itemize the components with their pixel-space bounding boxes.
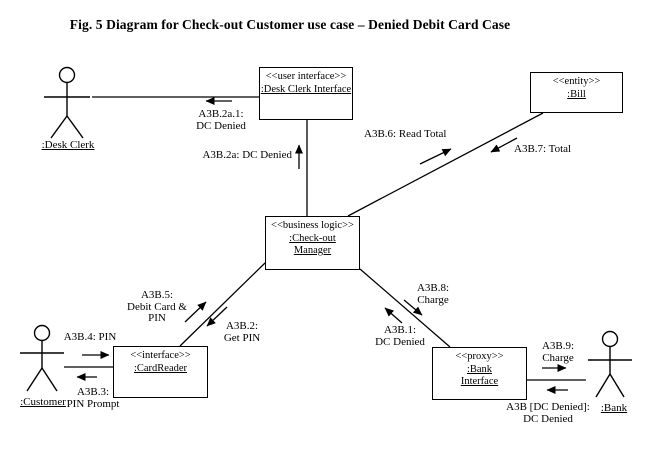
message-label-a3b-dc-denied: A3B [DC Denied]: DC Denied — [498, 401, 598, 425]
message-line: A3B.8: — [416, 282, 450, 294]
object-card-reader: <<interface>> :CardReader — [113, 346, 208, 398]
message-line: A3B.2a: DC Denied — [202, 149, 292, 161]
actor-label-customer: :Customer — [20, 396, 66, 408]
arrow-a3b-1-up-left — [384, 307, 403, 324]
figure-title: Fig. 5 Diagram for Check-out Customer us… — [69, 17, 511, 32]
message-line: Debit Card & — [127, 300, 187, 313]
message-label-a3b-6: A3B.6: Read Total — [364, 128, 447, 141]
actor-bank-figure — [588, 330, 632, 398]
arrow-a3b-8-down-right — [403, 299, 423, 316]
desk-clerk-head — [58, 66, 76, 84]
arrow-a3b-2-down-left — [206, 306, 228, 327]
actor-label-desk-clerk: :Desk Clerk — [41, 139, 95, 151]
message-line: A3B.6: Read Total — [364, 128, 447, 140]
message-label-a3b-8: A3B.8: Charge — [403, 282, 463, 306]
message-line: A3B.1: — [383, 324, 417, 336]
association-links — [64, 96, 586, 381]
object-name: :Bill — [567, 88, 586, 100]
message-label-a3b-5: A3B.5: Debit Card & PIN — [117, 289, 197, 325]
message-label-a3b-2a: A3B.2a: DC Denied — [172, 149, 292, 162]
message-line: DC Denied — [375, 335, 425, 348]
link-manager-to-card-reader — [179, 262, 266, 347]
actor-label-bank: :Bank — [600, 402, 628, 414]
object-name-line2: Interface — [460, 376, 499, 387]
object-bank-interface: <<proxy>> :Bank Interface — [432, 347, 527, 400]
message-line: A3B.9: — [541, 340, 575, 352]
actor-desk-clerk-figure — [44, 66, 90, 139]
object-desk-clerk-interface: <<user interface>> :Desk Clerk Interface — [259, 67, 353, 120]
message-line: PIN Prompt — [66, 397, 120, 410]
stereotype-label: <<entity>> — [552, 76, 601, 87]
message-label-a3b-9: A3B.9: Charge — [528, 340, 588, 364]
arrow-a3b-6-up-right — [419, 148, 452, 165]
customer-head — [33, 324, 51, 342]
message-line: Get PIN — [223, 331, 261, 344]
stereotype-label: <<business logic>> — [271, 220, 354, 231]
message-label-a3b-2a-1: A3B.2a.1: DC Denied — [181, 108, 261, 132]
link-manager-to-bank-interface — [359, 268, 451, 348]
message-line: A3B.7: Total — [514, 143, 572, 155]
object-bill: <<entity>> :Bill — [530, 72, 623, 113]
message-line: DC Denied — [196, 119, 246, 132]
object-name: :CardReader — [133, 362, 188, 374]
object-checkout-manager: <<business logic>> :Check-out Manager — [265, 216, 360, 270]
object-name-line1: :Check-out — [289, 232, 336, 244]
message-line: A3B.2a.1: — [198, 108, 244, 120]
message-arrows — [76, 97, 568, 394]
message-label-a3b-4: A3B.4: PIN — [55, 331, 125, 344]
message-line: A3B.5: — [140, 289, 174, 301]
message-label-a3b-7: A3B.7: Total — [514, 143, 572, 156]
object-name-line1: :Bank — [466, 363, 493, 375]
message-line: Charge — [542, 351, 574, 364]
message-line: Charge — [417, 293, 449, 306]
message-label-a3b-1: A3B.1: DC Denied — [365, 324, 435, 348]
message-label-a3b-2: A3B.2: Get PIN — [211, 320, 273, 344]
message-line: A3B [DC Denied]: — [506, 401, 590, 413]
message-line: A3B.4: PIN — [63, 331, 117, 343]
message-line: PIN — [148, 312, 166, 324]
message-line: A3B.3: — [76, 386, 110, 398]
arrow-a3b-5-up-right — [184, 301, 207, 323]
stereotype-label: <<user interface>> — [265, 71, 347, 82]
message-line: A3B.2: — [225, 320, 259, 332]
bank-head — [601, 330, 619, 348]
object-name-line2: Manager — [293, 245, 332, 256]
message-line: DC Denied — [523, 412, 573, 425]
actor-customer-figure — [20, 324, 64, 392]
stereotype-label: <<proxy>> — [455, 351, 504, 362]
arrow-a3b-7-down-left — [490, 137, 518, 153]
stereotype-label: <<interface>> — [130, 350, 191, 361]
link-manager-to-bill — [347, 112, 544, 217]
object-name: :Desk Clerk Interface — [260, 83, 352, 95]
message-label-a3b-3: A3B.3: PIN Prompt — [58, 386, 128, 410]
